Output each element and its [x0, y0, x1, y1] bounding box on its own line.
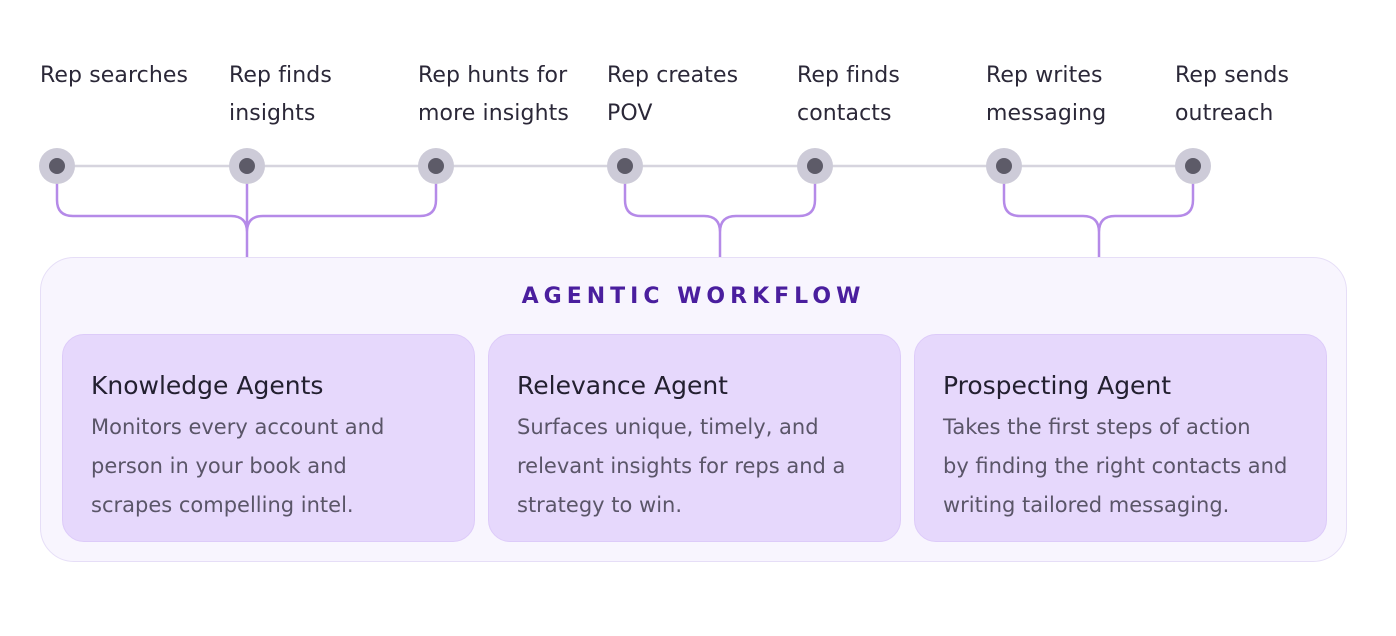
description-line: strategy to win. — [517, 493, 683, 517]
bracket-relevance — [623, 166, 817, 257]
description-line: scrapes compelling intel. — [91, 493, 354, 517]
timeline-node-1 — [39, 148, 75, 184]
agent-card-description: Takes the first steps of action by findi… — [943, 408, 1306, 525]
timeline-node-5 — [797, 148, 833, 184]
agent-card-description: Monitors every account and person in you… — [91, 408, 454, 525]
step-label-4: Rep creates POV — [607, 57, 792, 133]
description-line: Surfaces unique, timely, and — [517, 415, 819, 439]
step-label-line: Rep finds — [229, 63, 332, 88]
step-label-line: Rep sends — [1175, 63, 1290, 88]
step-label-line: messaging — [986, 101, 1107, 126]
agent-card-title: Prospecting Agent — [943, 371, 1172, 400]
description-line: relevant insights for reps and a — [517, 454, 846, 478]
agent-card-title: Knowledge Agents — [91, 371, 324, 400]
agent-card-description: Surfaces unique, timely, and relevant in… — [517, 408, 880, 525]
agentic-workflow-panel: AGENTIC WORKFLOW Knowledge Agents Monito… — [40, 257, 1347, 562]
step-label-line: Rep searches — [40, 63, 189, 88]
step-label-7: Rep sends outreach — [1175, 57, 1360, 133]
step-label-line: outreach — [1175, 101, 1274, 126]
step-label-line: Rep finds — [797, 63, 900, 88]
agent-card-prospecting: Prospecting Agent Takes the first steps … — [914, 334, 1327, 542]
workflow-title: AGENTIC WORKFLOW — [521, 284, 866, 309]
agent-card-title: Relevance Agent — [517, 371, 728, 400]
timeline-node-4 — [607, 148, 643, 184]
step-label-6: Rep writes messaging — [986, 57, 1171, 133]
step-label-line: Rep creates — [607, 63, 739, 88]
step-label-1: Rep searches — [40, 57, 225, 95]
step-label-5: Rep finds contacts — [797, 57, 982, 133]
bracket-prospecting — [1002, 166, 1195, 257]
agent-card-relevance: Relevance Agent Surfaces unique, timely,… — [488, 334, 901, 542]
step-label-line: more insights — [418, 101, 569, 126]
step-label-2: Rep finds insights — [229, 57, 414, 133]
description-line: Monitors every account and — [91, 415, 385, 439]
timeline-node-7 — [1175, 148, 1211, 184]
description-line: by finding the right contacts and — [943, 454, 1288, 478]
step-label-line: POV — [607, 101, 653, 126]
step-label-line: Rep writes — [986, 63, 1103, 88]
timeline-node-6 — [986, 148, 1022, 184]
step-label-line: insights — [229, 101, 316, 126]
description-line: person in your book and — [91, 454, 347, 478]
step-label-line: Rep hunts for — [418, 63, 568, 88]
agent-card-knowledge: Knowledge Agents Monitors every account … — [62, 334, 475, 542]
step-label-3: Rep hunts for more insights — [418, 57, 603, 133]
timeline-node-2 — [229, 148, 265, 184]
description-line: writing tailored messaging. — [943, 493, 1230, 517]
description-line: Takes the first steps of action — [943, 415, 1251, 439]
timeline-node-3 — [418, 148, 454, 184]
step-label-line: contacts — [797, 101, 892, 126]
